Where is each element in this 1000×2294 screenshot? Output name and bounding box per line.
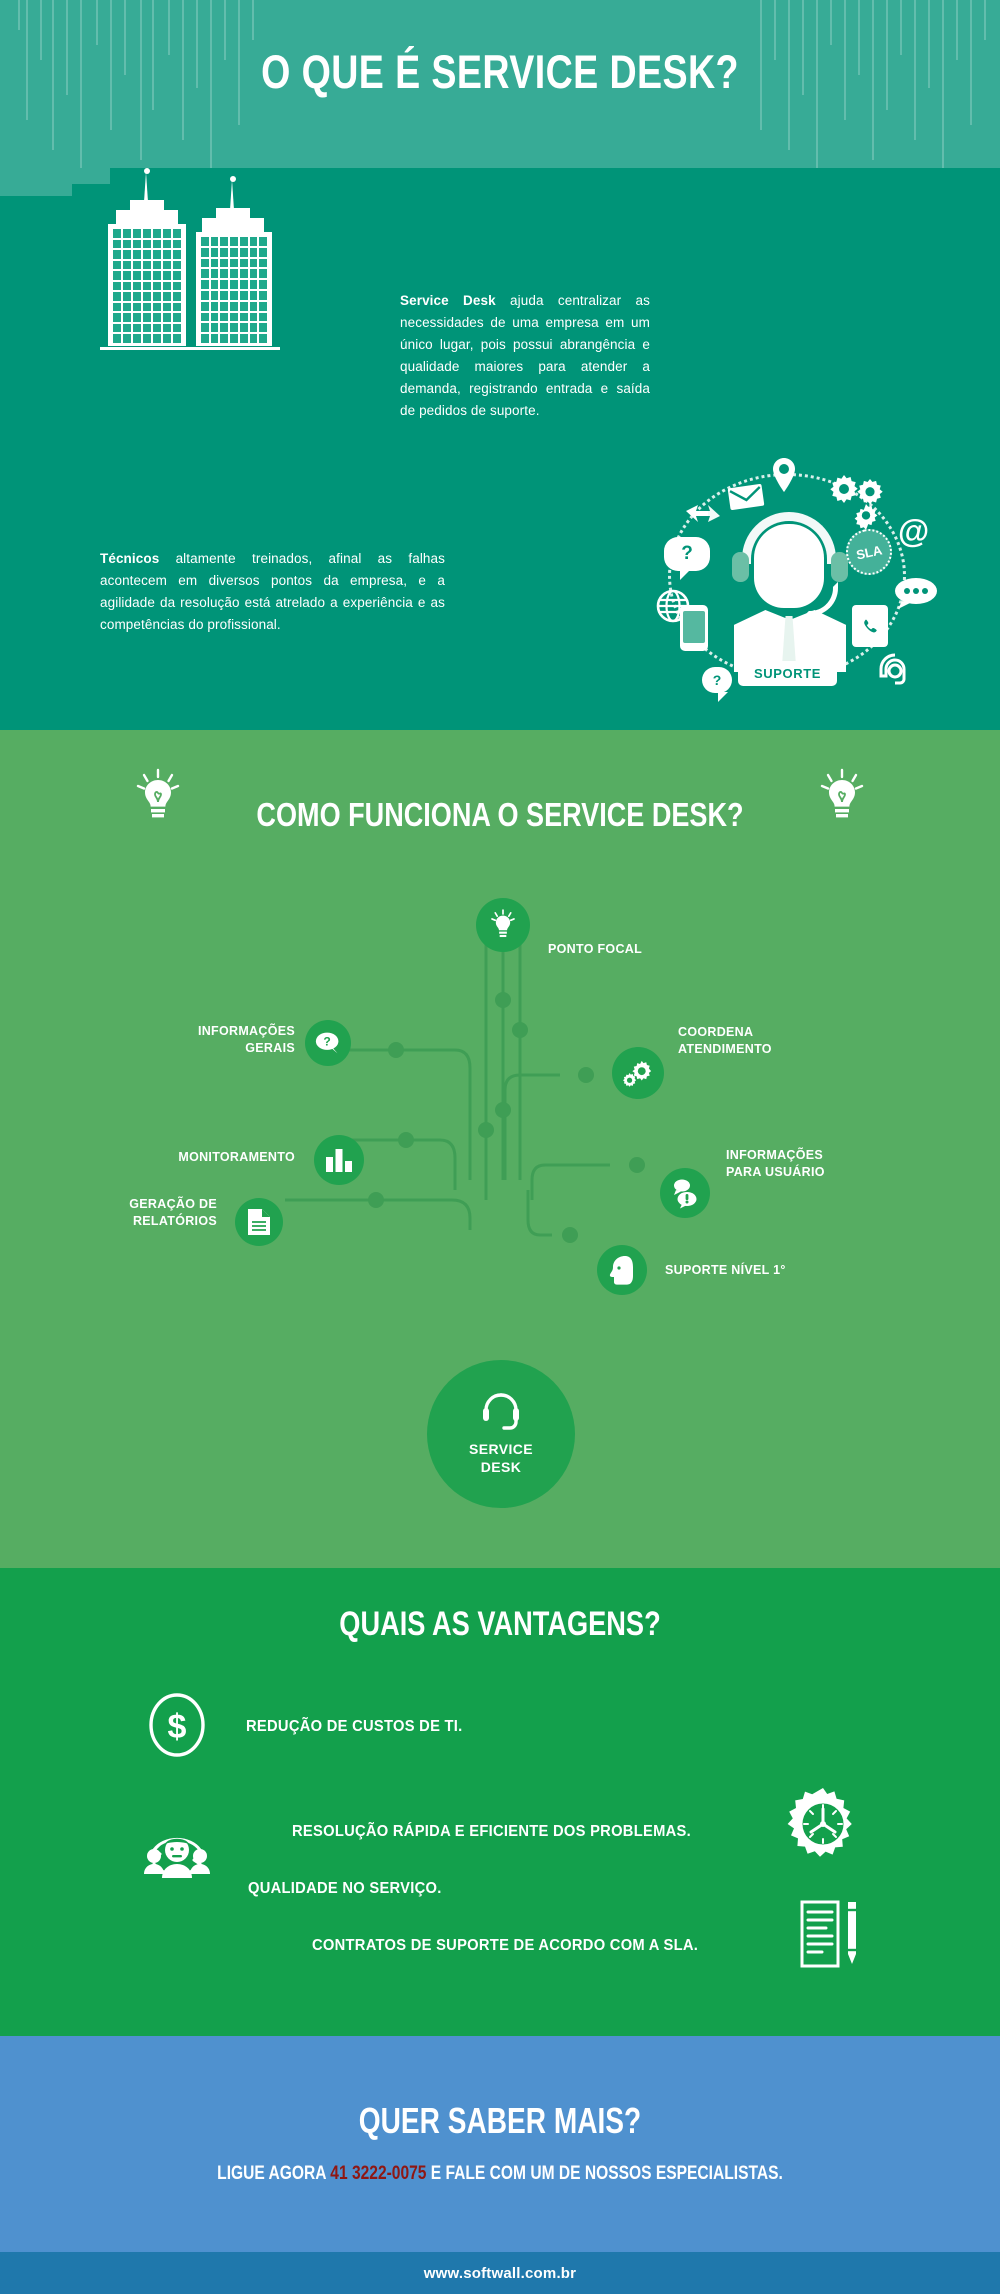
node-label-ponto-focal: PONTO FOCAL [548,942,643,956]
connector-diagram [285,930,645,1243]
suporte-badge: SUPORTE [738,661,838,686]
node-ponto-focal[interactable] [476,898,530,952]
contract-pen-icon [800,1900,862,1970]
page-title: O QUE É SERVICE DESK? [261,45,739,98]
headset-band [742,512,836,564]
intro-paragraph-2-text: altamente treinados, afinal as falhas ac… [100,551,445,632]
intro-paragraph-2: Técnicos altamente treinados, afinal as … [100,548,445,636]
notch-step-8 [0,2008,615,2036]
service-desk-hub[interactable]: SERVICE DESK [427,1360,575,1508]
node-geracao-relatorios[interactable] [235,1198,283,1246]
svg-text:$: $ [168,1708,187,1746]
advantage-text-2: RESOLUÇÃO RÁPIDA E EFICIENTE DOS PROBLEM… [292,1823,691,1840]
intro-paragraph-2-bold: Técnicos [100,551,160,566]
people-cycle-icon [140,1826,214,1888]
small-question-mark: ? [712,672,722,688]
headset-mic [804,582,838,616]
building-left-cap1 [116,210,178,226]
building-left-cap2 [130,200,164,212]
exchange-arrows-icon [684,503,722,525]
at-symbol-icon: @ [898,513,930,549]
building-left [108,224,186,346]
advantage-text-4: CONTRATOS DE SUPORTE DE ACORDO COM A SLA… [312,1937,699,1954]
node-label-informacoes-gerais: INFORMAÇÕES GERAIS [197,1024,295,1055]
question-bubble-icon: ? [664,537,710,580]
headset-earcup-right [831,552,848,582]
node-informacoes-para-usuario[interactable] [660,1168,710,1218]
cta-subtitle: LIGUE AGORA 41 3222-0075 E FALE COM UM D… [90,2163,910,2185]
cta-suffix: E FALE COM UM DE NOSSOS ESPECIALISTAS. [426,2163,783,2184]
lightbulb-decoration-right [820,768,864,826]
building-left-antenna [144,172,148,202]
hub-label-line2: DESK [480,1459,522,1475]
intro-paragraph-1-text: ajuda centralizar as necessidades de uma… [400,293,650,418]
notch-step-2 [0,168,72,196]
building-right [196,232,272,346]
node-label-coordena-atendimento: COORDENA ATENDIMENTO [678,1025,772,1056]
headset-agent-figure [732,510,848,672]
node-suporte-nivel-1[interactable] [597,1245,647,1295]
header-line-decoration [0,0,1000,168]
cta-phone-number[interactable]: 41 3222-0075 [330,2163,427,2184]
node-label-monitoramento: MONITORAMENTO [178,1150,295,1164]
notch-step-4 [0,702,738,730]
chat-dots-bubble-icon [894,577,938,609]
advantage-text-1: REDUÇÃO DE CUSTOS DE TI. [246,1718,463,1735]
gears-icon [830,473,888,530]
hub-label-line1: SERVICE [468,1441,533,1457]
question-mark: ? [681,543,693,564]
cta-section [0,2036,1000,2252]
clock-gear-icon [786,1787,860,1861]
small-question-bubble-icon: ? [702,667,732,702]
buildings-illustration [100,168,280,358]
advantage-text-3: QUALIDADE NO SERVIÇO. [248,1880,442,1897]
location-pin-icon [770,457,798,493]
header-band: O QUE É SERVICE DESK? [0,0,1000,168]
notch-step-6 [0,1540,772,1568]
smartphone-icon [680,605,708,651]
footer-band: www.softwall.com.br [0,2252,1000,2294]
building-right-antenna-dot [230,176,236,182]
cta-title: QUER SABER MAIS? [358,2100,642,2141]
headset-support-icon [876,651,914,687]
building-right-antenna [230,180,234,210]
intro-paragraph-1: Service Desk ajuda centralizar as necess… [400,290,650,422]
lightbulb-decoration-left [136,768,180,826]
intro-paragraph-1-bold: Service Desk [400,293,496,308]
building-right-cap1 [202,218,264,234]
dollar-coin-icon: $ [148,1692,206,1758]
advantages-title: QUAIS AS VANTAGENS? [339,1605,661,1643]
cta-prefix: LIGUE AGORA [217,2163,331,2184]
node-label-informacoes-para-usuario: INFORMAÇÕES PARA USUÁRIO [726,1148,825,1179]
ground-line [100,347,280,350]
headset-icon [483,1393,519,1430]
how-it-works-title: COMO FUNCIONA O SERVICE DESK? [256,796,744,833]
headset-earcup-left [732,552,749,582]
hub-label: SERVICE DESK [469,1440,533,1476]
building-right-cap2 [216,208,250,220]
svg-text:?: ? [323,1035,330,1049]
agent-tie [782,616,796,666]
node-coordena-atendimento[interactable] [612,1047,664,1099]
support-agent-illustration: ? ? SUPORTE SLA @ [640,455,940,702]
building-left-antenna-dot [144,168,150,174]
node-label-geracao-relatorios: GERAÇÃO DE RELATÓRIOS [129,1197,217,1228]
node-informacoes-gerais[interactable]: ? [305,1020,351,1066]
website-url[interactable]: www.softwall.com.br [423,2264,577,2282]
envelope-icon [727,483,765,511]
node-label-suporte-nivel-1: SUPORTE NÍVEL 1° [665,1263,786,1277]
node-monitoramento[interactable] [314,1135,364,1185]
phone-book-icon [852,605,888,647]
